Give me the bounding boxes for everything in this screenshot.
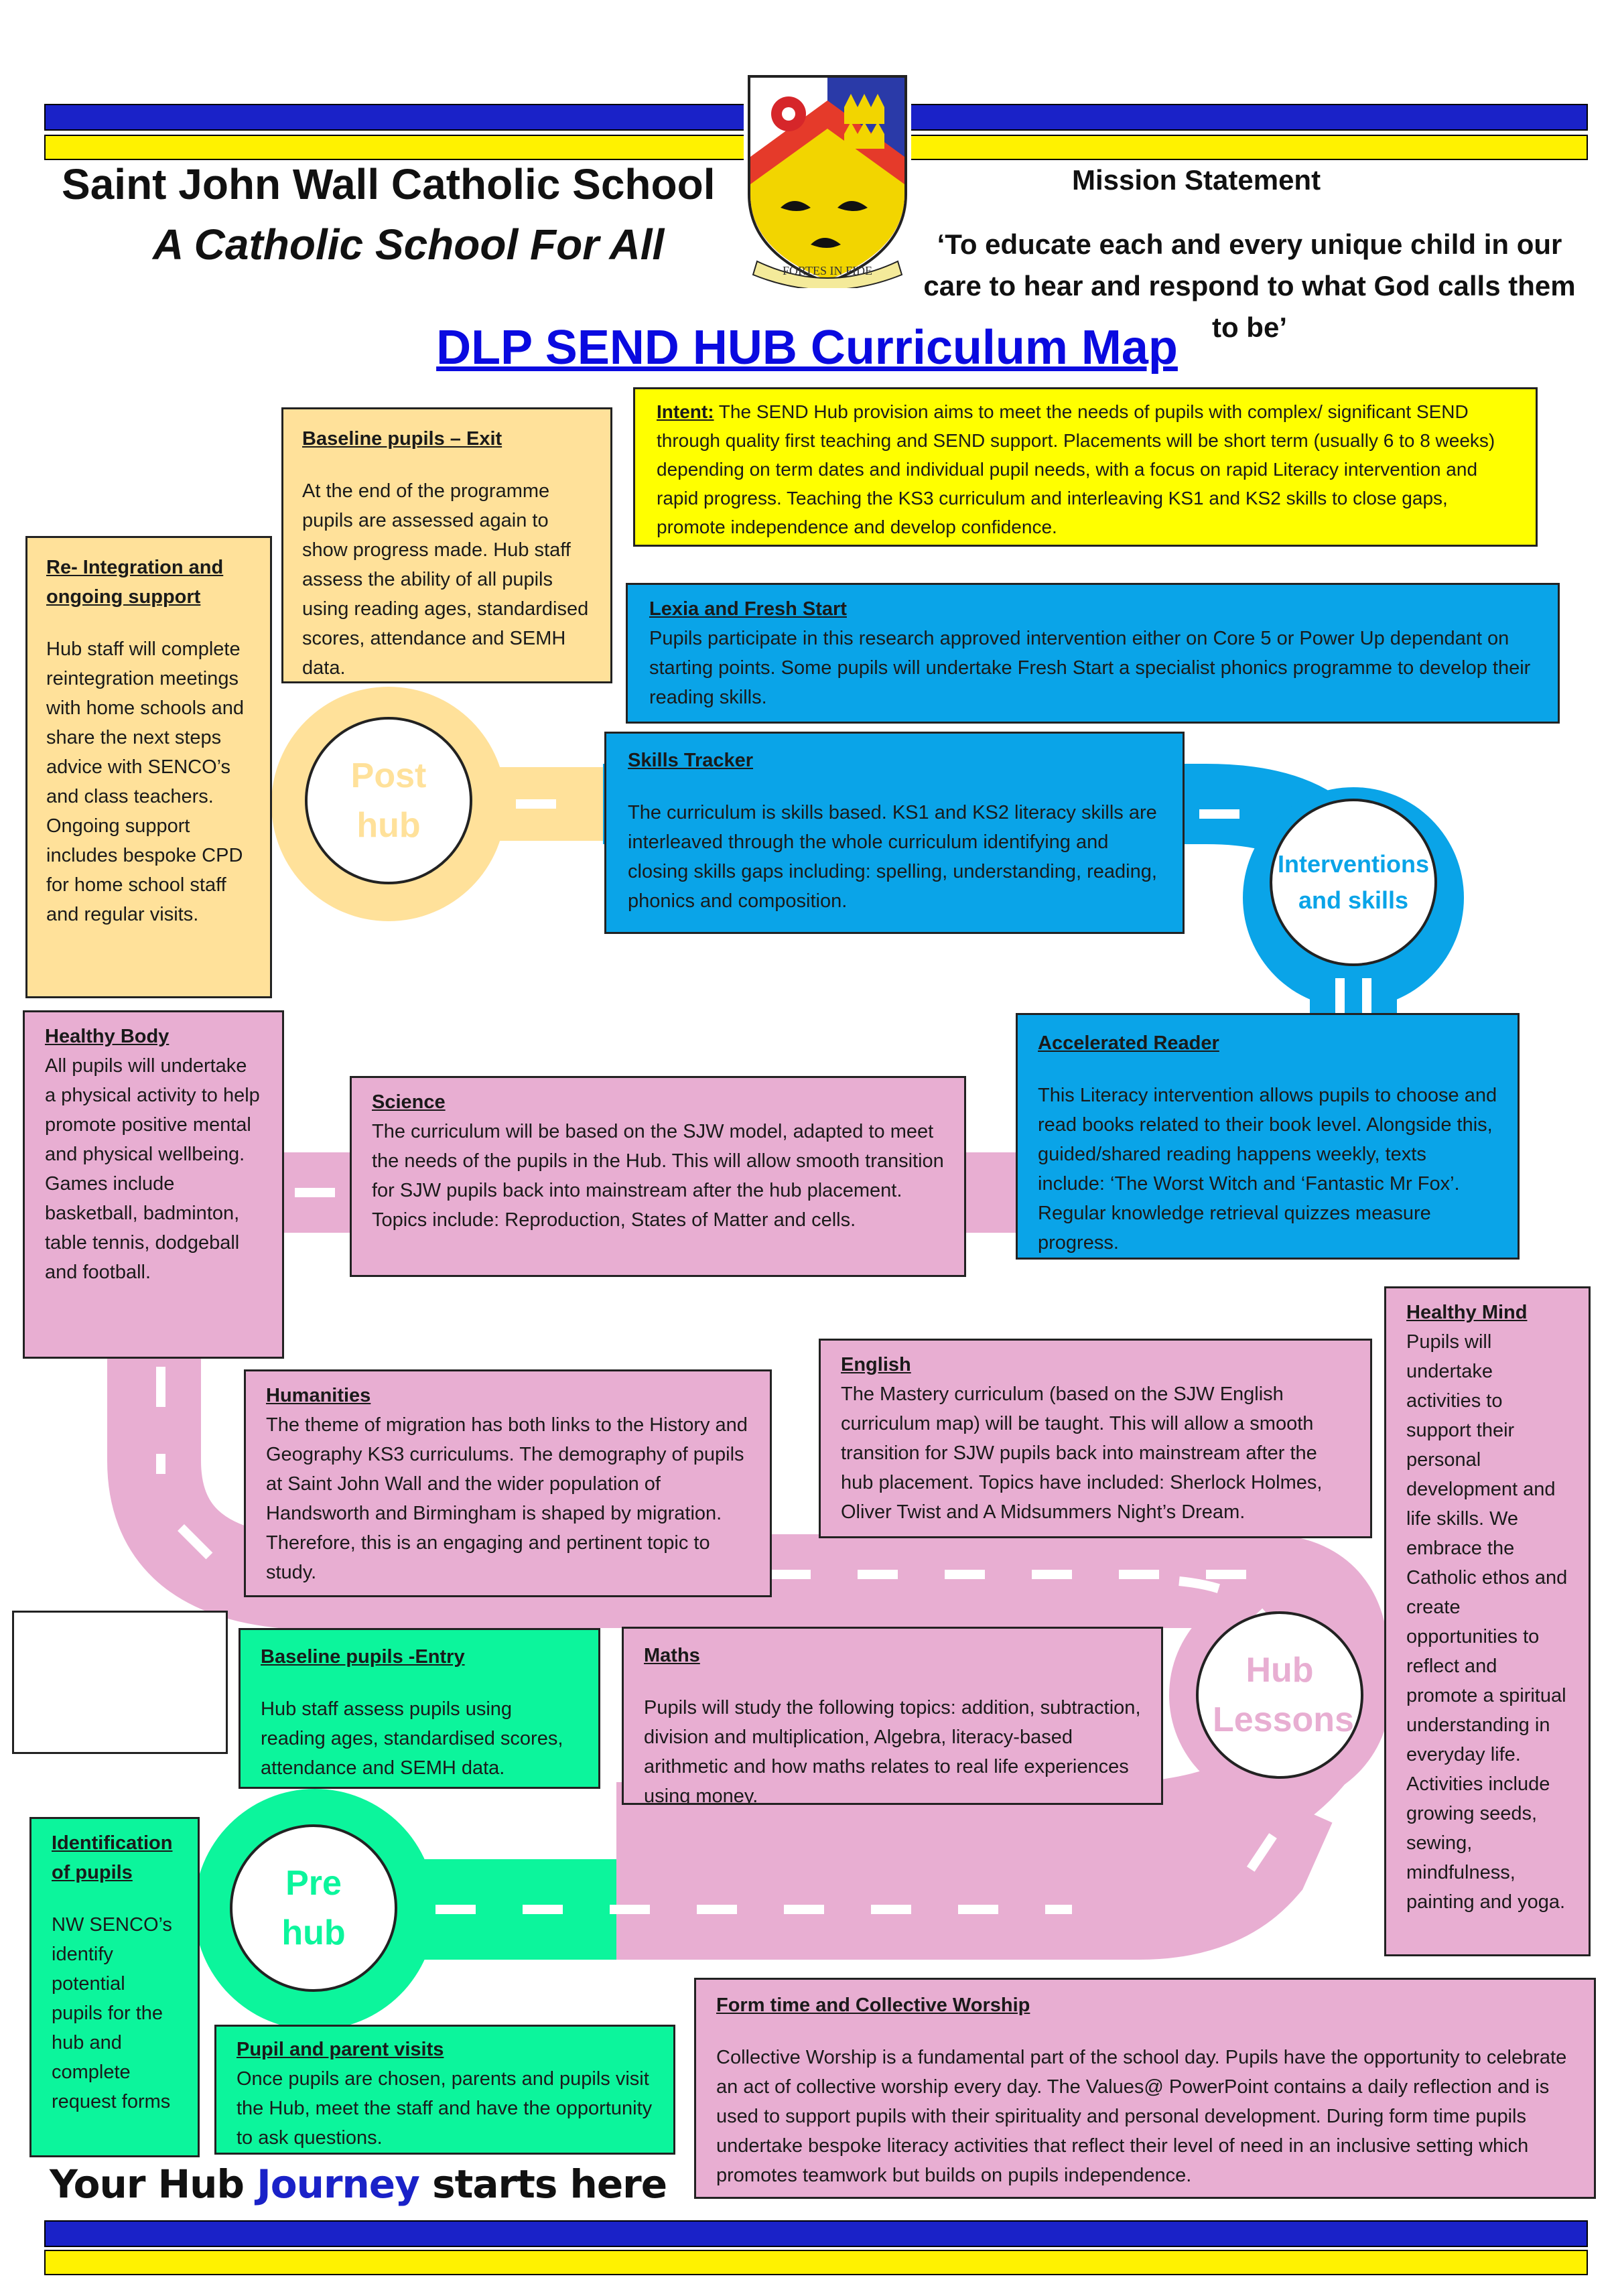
english-heading: English xyxy=(841,1354,911,1375)
identification-box: Identification of pupils NW SENCO’s iden… xyxy=(29,1817,200,2157)
humanities-text: The theme of migration has both links to… xyxy=(266,1414,748,1583)
baseline-entry-heading: Baseline pupils -Entry xyxy=(261,1646,465,1668)
school-tagline: A Catholic School For All xyxy=(153,220,665,269)
science-box: Science The curriculum will be based on … xyxy=(350,1076,966,1277)
baseline-exit-box: Baseline pupils – Exit At the end of the… xyxy=(281,407,612,683)
intent-box: Intent: The SEND Hub provision aims to m… xyxy=(633,387,1538,547)
maths-text: Pupils will study the following topics: … xyxy=(644,1697,1141,1805)
skills-tracker-text: The curriculum is skills based. KS1 and … xyxy=(628,802,1157,912)
page-title: DLP SEND HUB Curriculum Map xyxy=(436,321,1178,375)
healthy-mind-heading: Healthy Mind xyxy=(1406,1302,1528,1323)
accelerated-reader-box: Accelerated Reader This Literacy interve… xyxy=(1016,1013,1520,1260)
milestone-hub-lessons-label: Hub Lessons xyxy=(1213,1651,1354,1739)
skills-tracker-box: Skills Tracker The curriculum is skills … xyxy=(604,732,1185,934)
form-time-text: Collective Worship is a fundamental part… xyxy=(716,2047,1567,2186)
form-time-heading: Form time and Collective Worship xyxy=(716,1995,1030,2016)
intent-text: The SEND Hub provision aims to meet the … xyxy=(657,401,1495,537)
crest-motto: FORTES IN FIDE xyxy=(783,264,872,277)
milestone-pre-hub: Pre hub xyxy=(230,1824,397,1992)
reintegration-heading: Re- Integration and ongoing support xyxy=(46,557,224,608)
journey-caption: Your Hub Journey starts here ... xyxy=(50,2161,720,2252)
intent-label: Intent: xyxy=(657,401,714,422)
healthy-body-text: All pupils will undertake a physical act… xyxy=(45,1055,260,1283)
maths-box: Maths Pupils will study the following to… xyxy=(622,1627,1163,1805)
science-text: The curriculum will be based on the SJW … xyxy=(372,1121,944,1231)
accelerated-reader-text: This Literacy intervention allows pupils… xyxy=(1038,1085,1497,1254)
empty-placeholder-box xyxy=(12,1611,228,1754)
visits-box: Pupil and parent visits Once pupils are … xyxy=(214,2025,675,2155)
milestone-pre-hub-label: Pre hub xyxy=(281,1864,346,1952)
bottom-stripe-yellow xyxy=(44,2250,1588,2275)
baseline-entry-box: Baseline pupils -Entry Hub staff assess … xyxy=(239,1628,600,1789)
identification-heading: Identification of pupils xyxy=(52,1832,173,1883)
baseline-entry-text: Hub staff assess pupils using reading ag… xyxy=(261,1698,563,1779)
milestone-interventions-label: Interventions and skills xyxy=(1277,850,1430,914)
science-heading: Science xyxy=(372,1091,446,1113)
lexia-box: Lexia and Fresh Start Pupils participate… xyxy=(626,583,1560,724)
humanities-heading: Humanities xyxy=(266,1385,371,1406)
healthy-mind-box: Healthy Mind Pupils will undertake activ… xyxy=(1384,1286,1591,1956)
lexia-heading: Lexia and Fresh Start xyxy=(649,598,847,620)
baseline-exit-text: At the end of the programme pupils are a… xyxy=(302,480,589,679)
school-name: Saint John Wall Catholic School xyxy=(62,160,716,208)
healthy-mind-text: Pupils will undertake activities to supp… xyxy=(1406,1331,1568,1913)
english-text: The Mastery curriculum (based on the SJW… xyxy=(841,1383,1323,1523)
bottom-stripe-blue xyxy=(44,2220,1588,2247)
baseline-exit-heading: Baseline pupils – Exit xyxy=(302,428,502,450)
identification-text: NW SENCO’s identify potential pupils for… xyxy=(52,1914,172,2112)
english-box: English The Mastery curriculum (based on… xyxy=(819,1339,1372,1538)
reintegration-text: Hub staff will complete reintegration me… xyxy=(46,638,244,925)
healthy-body-heading: Healthy Body xyxy=(45,1026,170,1047)
milestone-interventions: Interventions and skills xyxy=(1270,799,1437,966)
humanities-box: Humanities The theme of migration has bo… xyxy=(244,1369,772,1597)
visits-text: Once pupils are chosen, parents and pupi… xyxy=(237,2068,653,2149)
milestone-post-hub: Post hub xyxy=(305,717,472,884)
milestone-hub-lessons: Hub Lessons xyxy=(1196,1611,1363,1779)
school-crest-logo: FORTES IN FIDE xyxy=(744,74,911,291)
skills-tracker-heading: Skills Tracker xyxy=(628,750,754,771)
reintegration-box: Re- Integration and ongoing support Hub … xyxy=(25,536,272,998)
mission-text: ‘To educate each and every unique child … xyxy=(923,228,1576,343)
lexia-text: Pupils participate in this research appr… xyxy=(649,628,1531,708)
visits-heading: Pupil and parent visits xyxy=(237,2039,444,2060)
mission-heading: Mission Statement xyxy=(1072,164,1321,196)
journey-text-accent: Journey xyxy=(257,2161,420,2207)
accelerated-reader-heading: Accelerated Reader xyxy=(1038,1032,1219,1054)
journey-text-before: Your Hub xyxy=(50,2161,257,2207)
healthy-body-box: Healthy Body All pupils will undertake a… xyxy=(23,1010,284,1359)
maths-heading: Maths xyxy=(644,1645,700,1666)
milestone-post-hub-label: Post hub xyxy=(350,756,427,845)
form-time-box: Form time and Collective Worship Collect… xyxy=(694,1978,1596,2199)
